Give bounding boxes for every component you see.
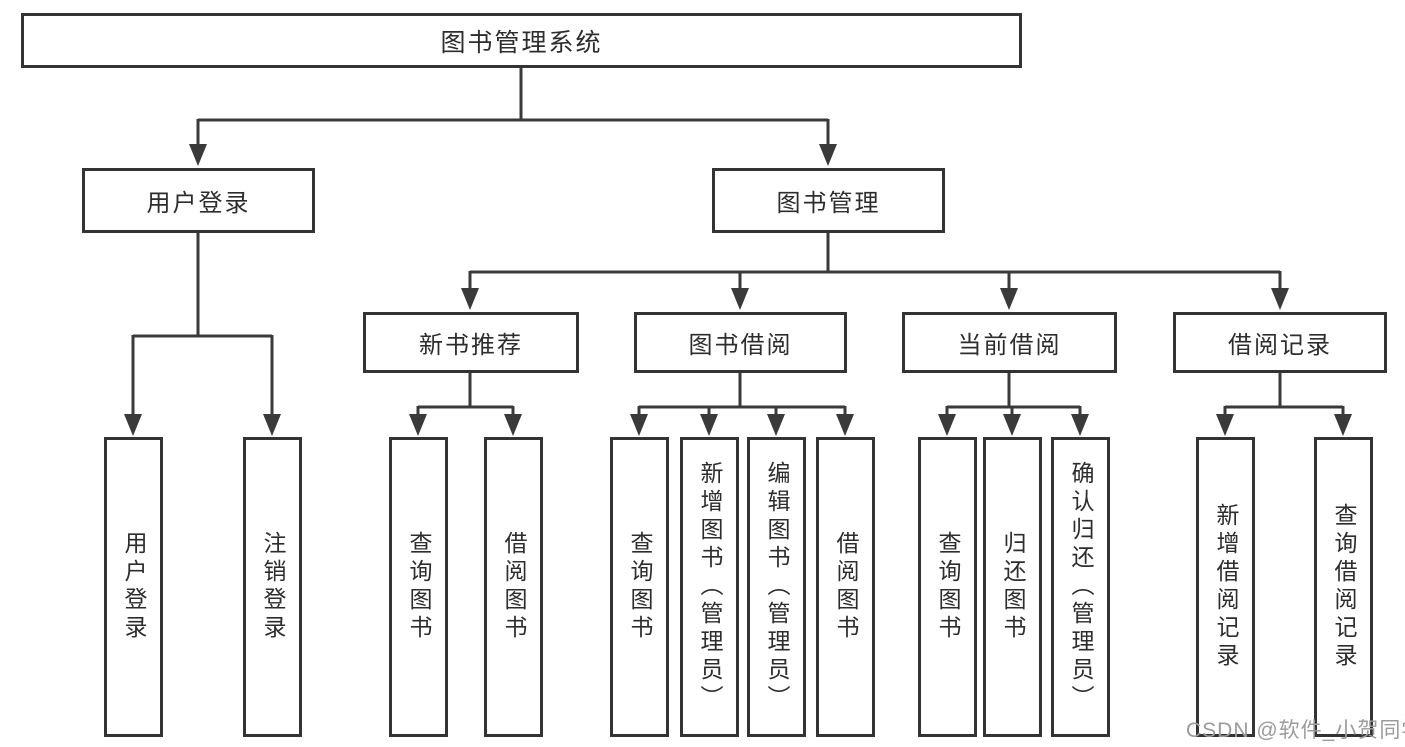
- leaf-add-borrow-record: 新增借阅记录: [1196, 437, 1255, 737]
- leaf-query-books-borrow: 查询图书: [610, 437, 669, 737]
- leaf-confirm-return-admin: 确认归还（管理员）: [1051, 437, 1110, 737]
- node-new-book-recommend: 新书推荐: [363, 312, 579, 373]
- node-label: 借阅记录: [1228, 332, 1332, 359]
- node-label: 图书管理系统: [440, 28, 603, 57]
- leaf-add-book-admin: 新增图书（管理员）: [680, 437, 739, 737]
- leaf-query-borrow-record: 查询借阅记录: [1314, 437, 1373, 737]
- node-borrow-record: 借阅记录: [1173, 312, 1387, 373]
- leaf-query-books-current: 查询图书: [918, 437, 977, 737]
- leaf-return-book: 归还图书: [983, 437, 1042, 737]
- node-current-borrow: 当前借阅: [902, 312, 1117, 373]
- node-label: 新书推荐: [419, 332, 523, 359]
- node-book-borrow: 图书借阅: [634, 312, 847, 373]
- node-book-management: 图书管理: [712, 168, 945, 233]
- leaf-logout: 注销登录: [243, 437, 302, 737]
- leaf-edit-book-admin: 编辑图书（管理员）: [747, 437, 806, 737]
- node-label: 图书管理: [776, 190, 881, 217]
- leaf-borrow-books: 借阅图书: [816, 437, 875, 737]
- csdn-watermark: CSDN @软件_小贺同学: [1186, 719, 1405, 742]
- node-library-management-system: 图书管理系统: [21, 13, 1022, 68]
- leaf-borrow-books-recommend: 借阅图书: [484, 437, 543, 737]
- node-label: 图书借阅: [688, 332, 793, 359]
- leaf-query-books-recommend: 查询图书: [389, 437, 448, 737]
- leaf-user-login: 用户登录: [104, 437, 163, 737]
- node-label: 用户登录: [146, 190, 251, 217]
- node-label: 当前借阅: [957, 332, 1062, 359]
- node-user-login: 用户登录: [82, 168, 315, 233]
